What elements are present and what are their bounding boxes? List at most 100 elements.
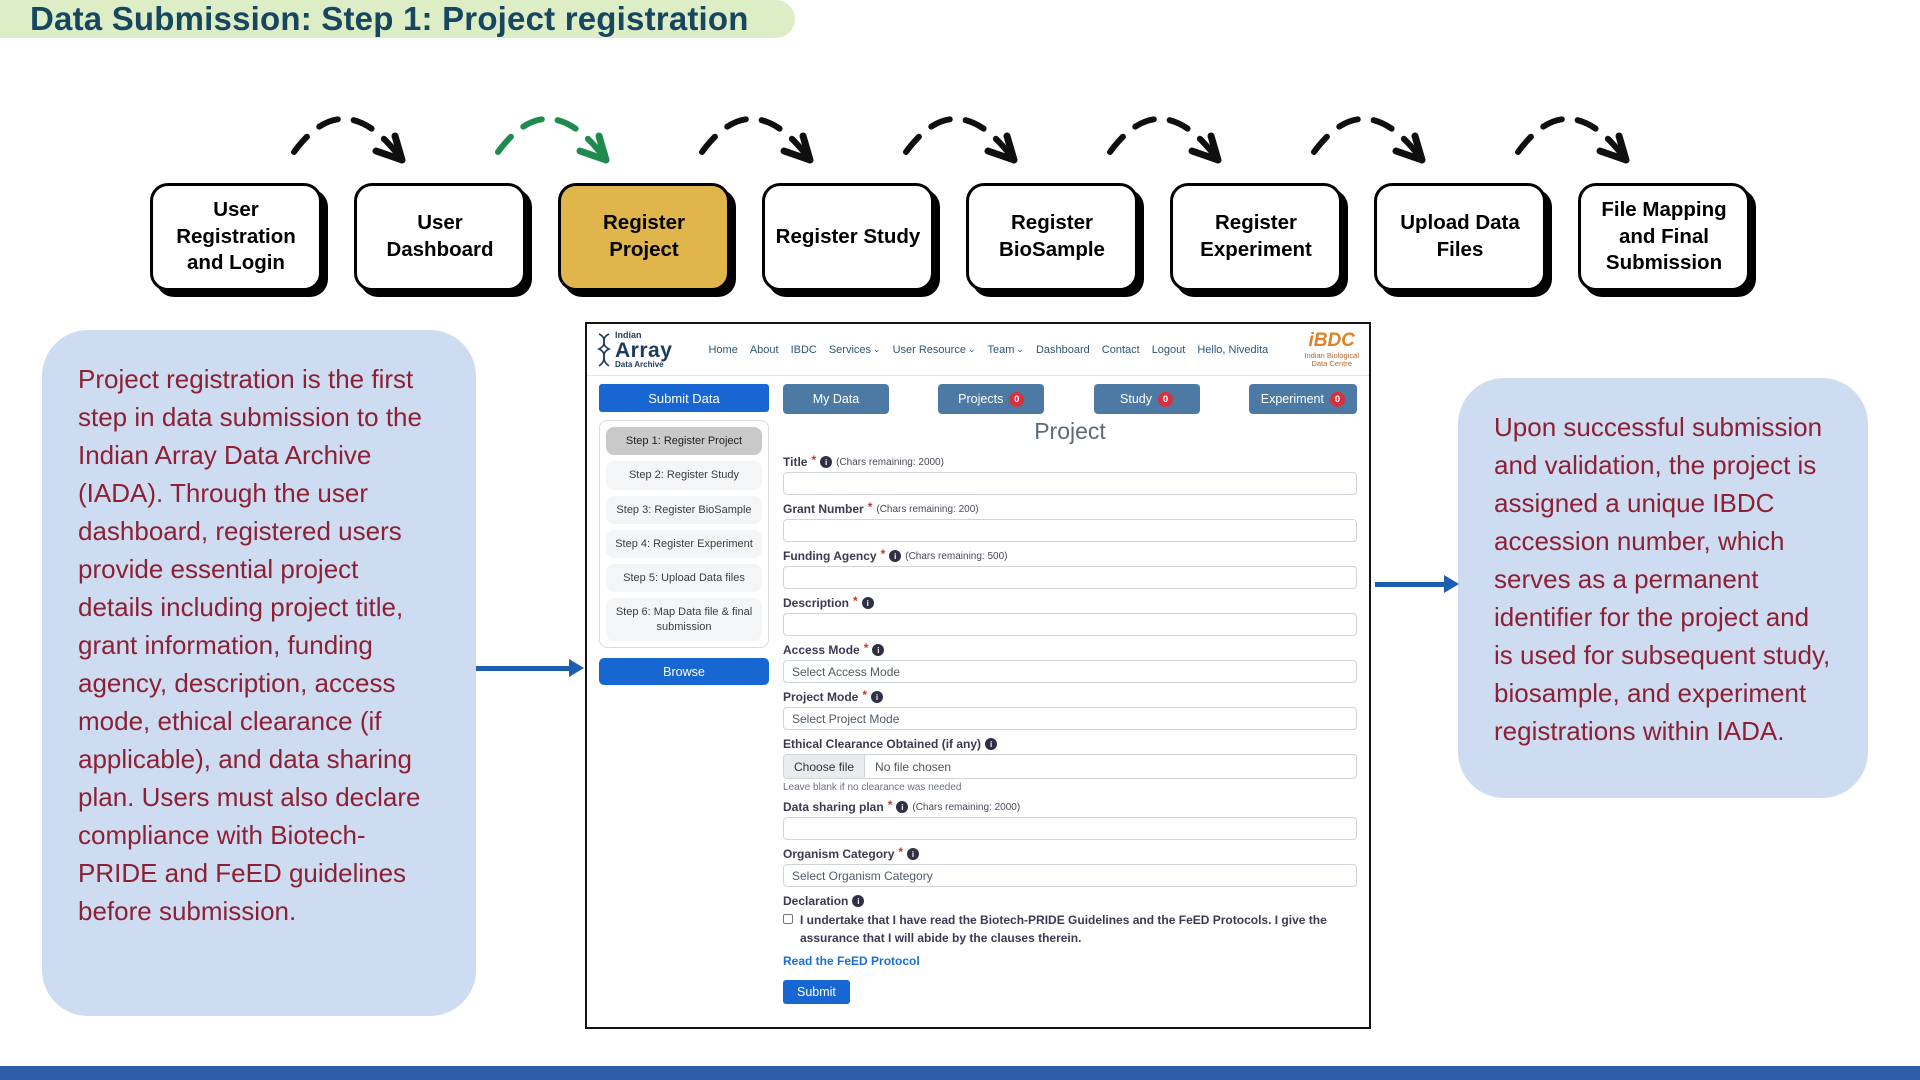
choose-file-button[interactable]: Choose file (784, 755, 866, 778)
field-label: Funding Agency (783, 549, 877, 563)
organism-category-select[interactable]: Select Organism Category (783, 864, 1357, 887)
right-annotation-callout: Upon successful submission and validatio… (1458, 378, 1868, 798)
field-label: Ethical Clearance Obtained (if any) (783, 737, 982, 751)
file-status-text: No file chosen (875, 759, 952, 774)
sidebar-step-5-upload-data-files[interactable]: Step 5: Upload Data files (606, 564, 762, 593)
data-sharing-plan-input[interactable] (783, 817, 1357, 840)
navbar: Indian Array Data Archive Home About IBD… (587, 324, 1369, 376)
submit-button[interactable]: Submit (783, 980, 850, 1004)
field-label: Title (783, 455, 808, 469)
count-badge: 0 (1157, 391, 1173, 407)
field-label: Data sharing plan (783, 800, 884, 814)
application-screenshot: Indian Array Data Archive Home About IBD… (585, 322, 1371, 1029)
nav-item-about[interactable]: About (749, 343, 779, 356)
steps-card: Step 1: Register Project Step 2: Registe… (599, 420, 769, 649)
flow-step-file-mapping: File Mapping and Final Submission (1578, 183, 1750, 291)
dna-helix-icon (597, 332, 611, 367)
submit-data-button[interactable]: Submit Data (599, 384, 769, 412)
flow-step-user-registration: User Registration and Login (150, 183, 322, 291)
left-annotation-callout: Project registration is the first step i… (42, 330, 476, 1016)
info-icon: i (871, 691, 884, 703)
nav-item-home[interactable]: Home (708, 343, 738, 356)
organism-category-field-row: Organism Category*i Select Organism Cate… (783, 845, 1357, 887)
required-asterisk: * (867, 500, 873, 514)
nav-item-logout[interactable]: Logout (1151, 343, 1186, 356)
grant-number-field-row: Grant Number*(Chars remaining: 200) (783, 500, 1357, 542)
chevron-down-icon: ⌄ (1016, 344, 1024, 354)
nav-item-user-resource[interactable]: User Resource⌄ (892, 343, 976, 356)
logo-word-indian: Indian (615, 329, 642, 340)
flow-step-register-study: Register Study (762, 183, 934, 291)
browse-button[interactable]: Browse (599, 658, 769, 686)
flow-step-register-experiment: Register Experiment (1170, 183, 1342, 291)
ethical-clearance-file-input[interactable]: Choose file No file chosen (783, 754, 1357, 779)
data-sharing-plan-field-row: Data sharing plan*i(Chars remaining: 200… (783, 798, 1357, 840)
bottom-accent-bar (0, 1066, 1920, 1080)
nav-item-contact[interactable]: Contact (1101, 343, 1140, 356)
nav-item-dashboard[interactable]: Dashboard (1035, 343, 1090, 356)
declaration-checkbox[interactable] (783, 914, 793, 924)
ethical-clearance-field-row: Ethical Clearance Obtained (if any)i Cho… (783, 737, 1357, 793)
form-title: Project (1034, 418, 1106, 444)
nav-item-ibdc[interactable]: IBDC (790, 343, 817, 356)
flow-step-upload-data-files: Upload Data Files (1374, 183, 1546, 291)
sidebar-step-6-map-data-file[interactable]: Step 6: Map Data file & final submission (606, 598, 762, 642)
flow-step-register-project: Register Project (558, 183, 730, 291)
sidebar-step-3-register-biosample[interactable]: Step 3: Register BioSample (606, 495, 762, 524)
field-label: Organism Category (783, 847, 895, 861)
access-mode-field-row: Access Mode*i Select Access Mode (783, 641, 1357, 683)
flow-arrow (699, 115, 814, 164)
flow-arrow (1515, 115, 1630, 164)
funding-agency-input[interactable] (783, 566, 1357, 589)
sidebar-step-4-register-experiment[interactable]: Step 4: Register Experiment (606, 529, 762, 559)
sidebar-step-2-register-study[interactable]: Step 2: Register Study (606, 461, 762, 490)
nav-item-services[interactable]: Services⌄ (828, 343, 881, 356)
chars-remaining: (Chars remaining: 500) (905, 550, 1008, 562)
info-icon: i (820, 456, 833, 468)
project-mode-select[interactable]: Select Project Mode (783, 707, 1357, 730)
arrowhead-icon (569, 659, 584, 677)
flow-arrow (903, 115, 1018, 164)
iada-logo: Indian Array Data Archive (597, 329, 673, 369)
field-label: Grant Number (783, 502, 864, 516)
my-data-button[interactable]: My Data (783, 384, 889, 414)
funding-agency-field-row: Funding Agency*i(Chars remaining: 500) (783, 547, 1357, 589)
chars-remaining: (Chars remaining: 2000) (836, 456, 944, 468)
info-icon: i (852, 895, 865, 907)
info-icon: i (872, 644, 885, 656)
project-mode-field-row: Project Mode*i Select Project Mode (783, 688, 1357, 730)
description-field-row: Description*i (783, 594, 1357, 636)
flow-arrow (1311, 115, 1426, 164)
title-input[interactable] (783, 472, 1357, 495)
feed-protocol-link[interactable]: Read the FeED Protocol (783, 954, 920, 968)
info-icon: i (985, 738, 998, 750)
required-asterisk: * (863, 641, 869, 655)
grant-number-input[interactable] (783, 519, 1357, 542)
required-asterisk: * (862, 688, 868, 702)
info-icon: i (907, 848, 920, 860)
slide-title: Data Submission: Step 1: Project registr… (30, 0, 749, 37)
flow-arrow (1107, 115, 1222, 164)
user-greeting: Hello, Nivedita (1197, 343, 1269, 356)
logo-word-data-archive: Data Archive (615, 359, 664, 369)
right-annotation-text: Upon successful submission and validatio… (1494, 412, 1831, 746)
info-icon: i (861, 597, 874, 609)
field-label: Description (783, 596, 850, 610)
ibdc-caption-1: Indian Biological (1304, 350, 1359, 360)
flow-arrow (291, 115, 406, 164)
description-input[interactable] (783, 613, 1357, 636)
flow-step-user-dashboard: User Dashboard (354, 183, 526, 291)
nav-menu: Home About IBDC Services⌄ User Resource⌄… (708, 344, 1268, 356)
sidebar-step-1-register-project[interactable]: Step 1: Register Project (606, 427, 762, 456)
chars-remaining: (Chars remaining: 2000) (912, 801, 1021, 813)
required-asterisk: * (853, 594, 858, 608)
slide-title-banner: Data Submission: Step 1: Project registr… (0, 0, 795, 38)
nav-item-team[interactable]: Team⌄ (987, 343, 1024, 356)
access-mode-select[interactable]: Select Access Mode (783, 660, 1357, 683)
logo-word-array: Array (615, 338, 673, 362)
